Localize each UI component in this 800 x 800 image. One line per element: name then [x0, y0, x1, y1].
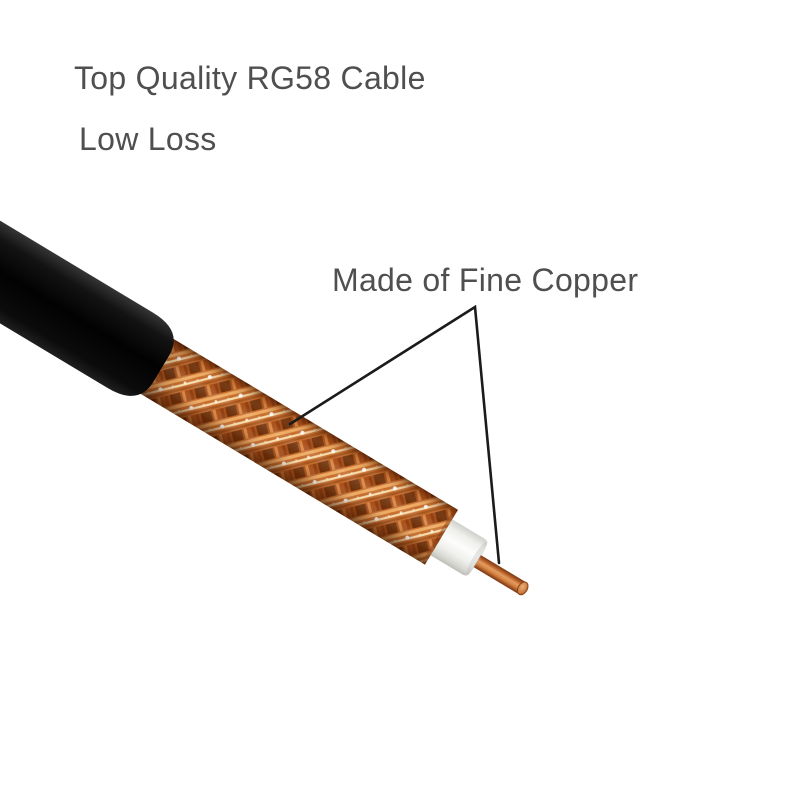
copper-annotation-label: Made of Fine Copper — [332, 262, 639, 298]
cable-jacket — [0, 213, 174, 396]
conductor-tip — [516, 581, 529, 596]
cable-center-conductor — [465, 549, 529, 596]
annotation-pointer-lines — [288, 304, 501, 565]
coax-cable — [0, 213, 529, 596]
headline-title: Top Quality RG58 Cable — [74, 60, 426, 96]
headline-subtitle: Low Loss — [79, 121, 217, 157]
